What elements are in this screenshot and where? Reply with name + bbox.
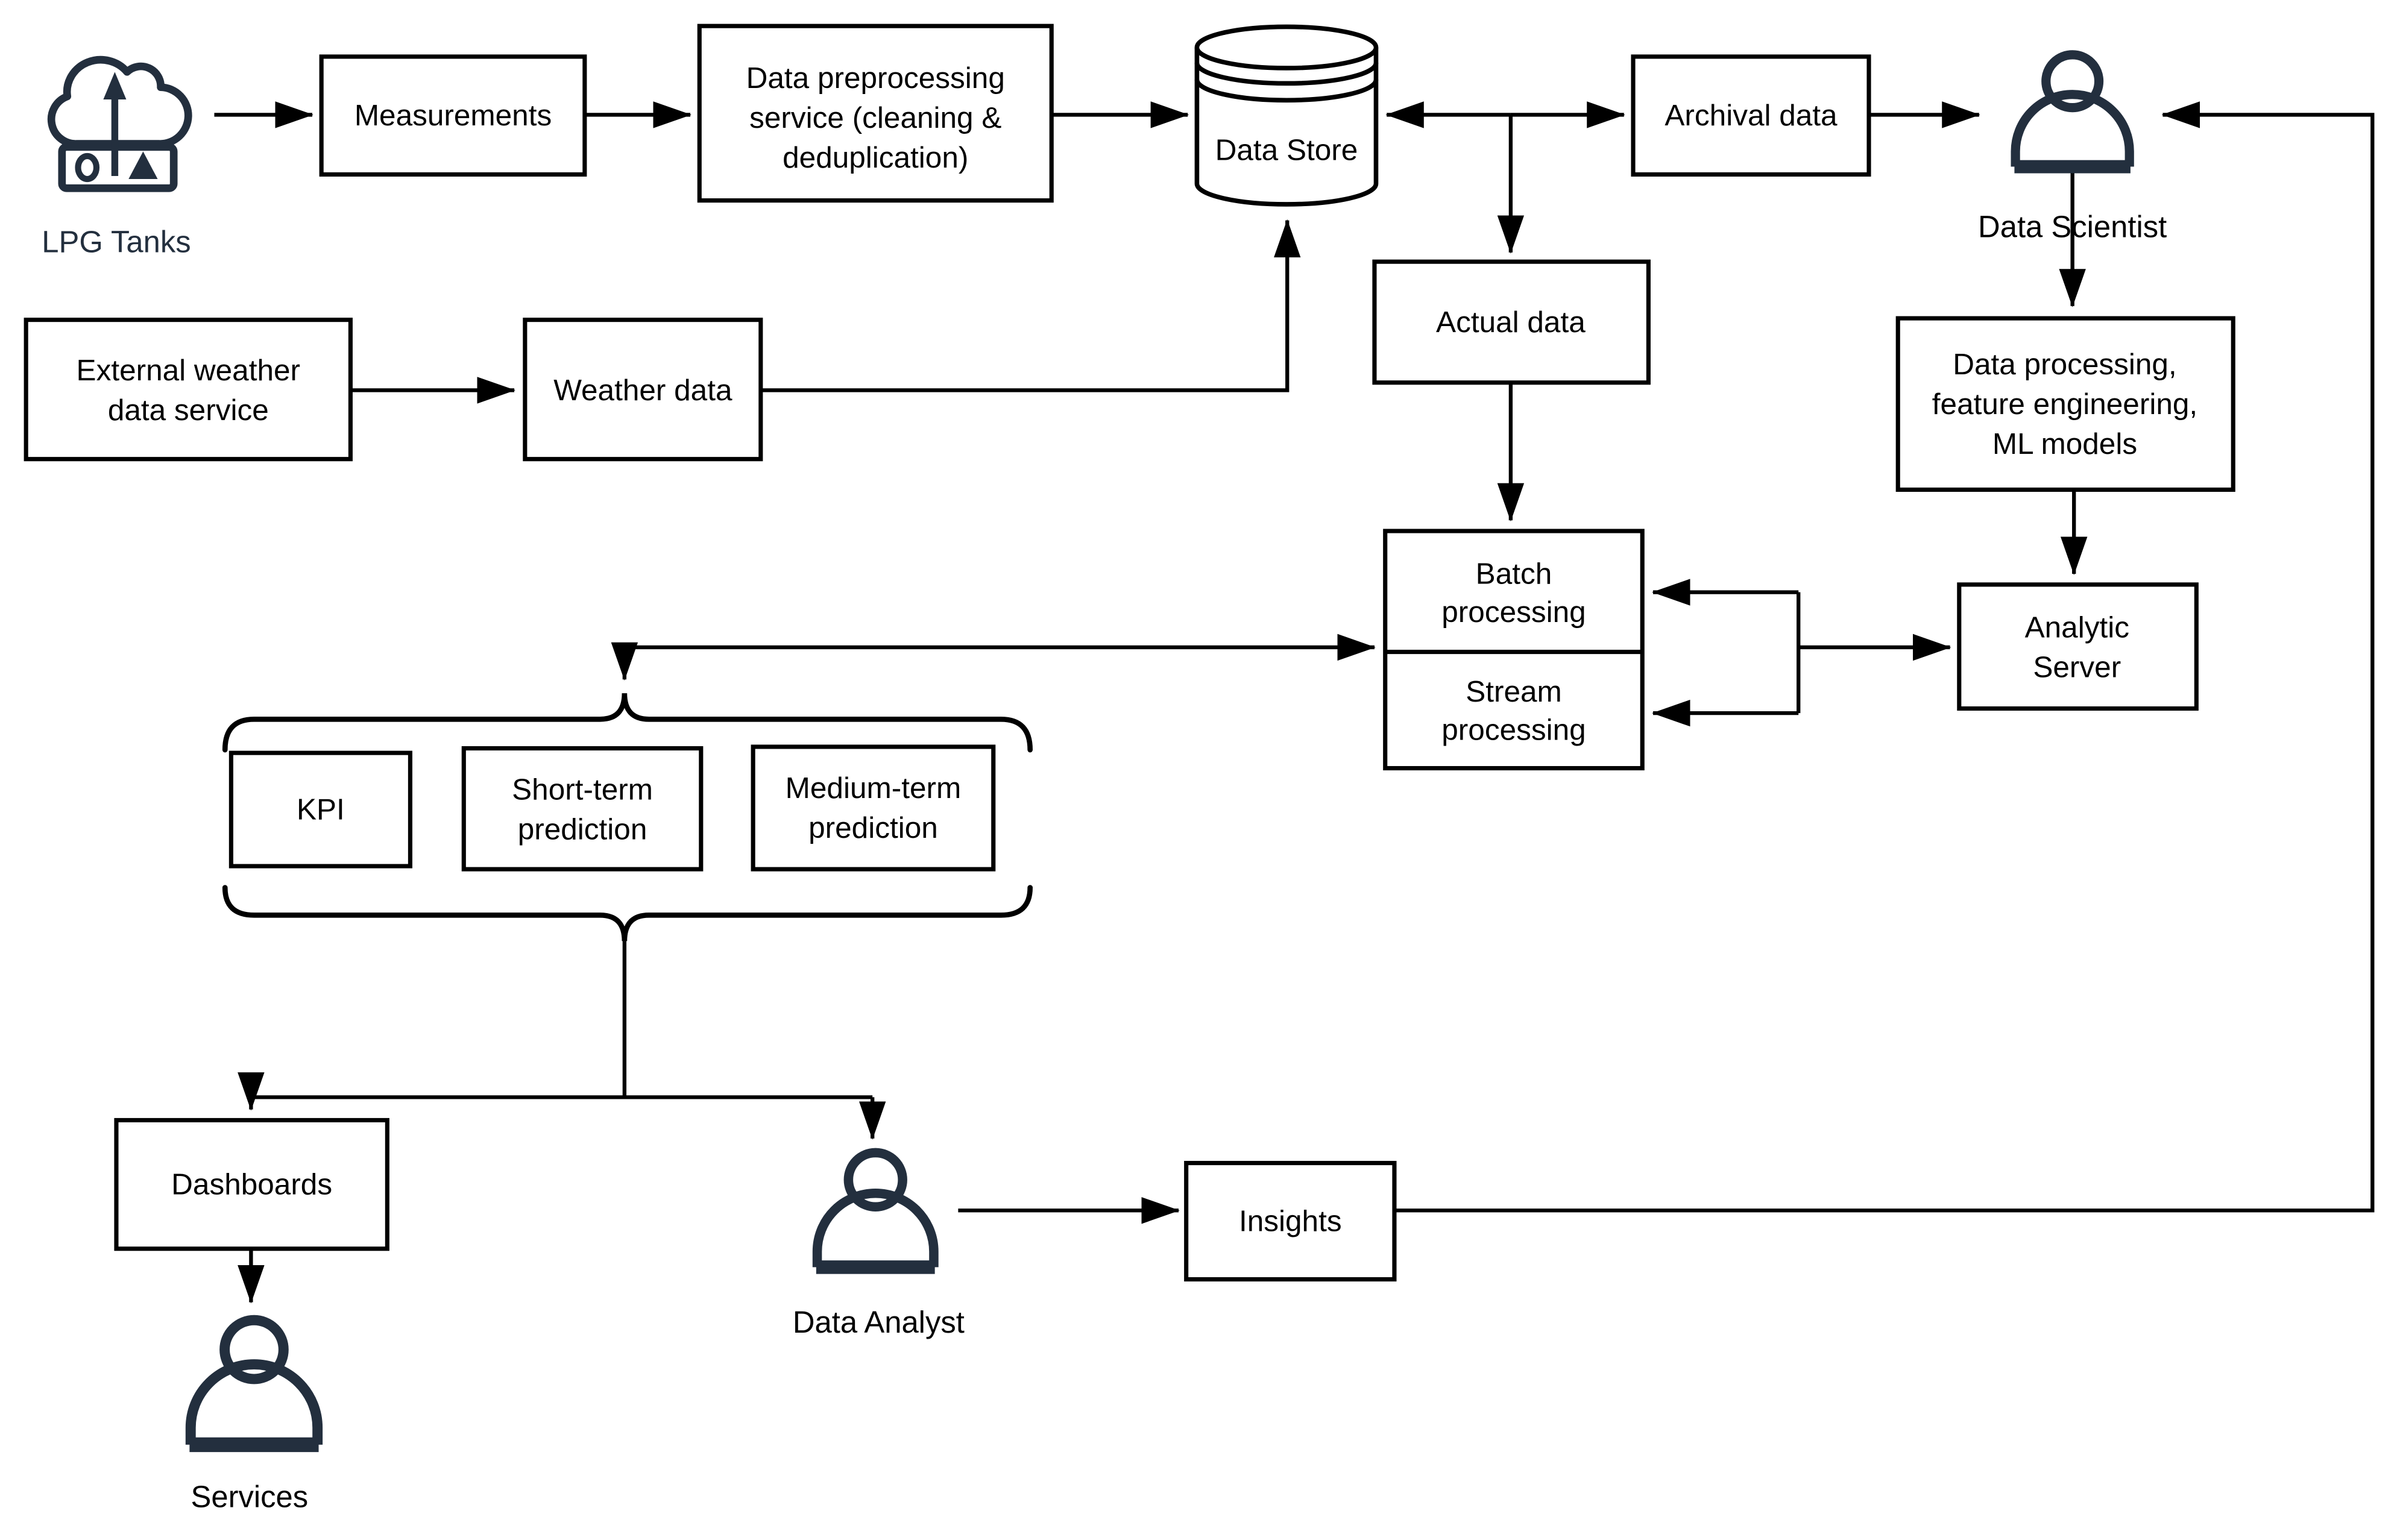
data-preprocessing-line2: service (cleaning & [749,101,1001,134]
weather-data-box [523,318,763,462]
data-store-stripe2 [1194,79,1379,103]
node-medium-term-prediction: Medium-term prediction [751,744,996,872]
data-store-cylinder-top [1194,24,1379,71]
group-brace-bottom [222,885,1033,941]
external-weather-line2: data service [108,394,269,427]
insights-label: Insights [1239,1205,1342,1238]
edges [214,101,2375,1304]
short-term-box [461,746,704,872]
analytic-server-box [1957,582,2199,711]
ml-line3: ML models [1992,427,2137,460]
analytic-server-line1: Analytic [2025,611,2129,644]
data-preprocessing-line1: Data preprocessing [746,61,1005,95]
analytic-server-line2: Server [2033,650,2121,684]
lpg-tanks-label: LPG Tanks [42,225,191,259]
dashboards-label: Dashboards [171,1168,332,1201]
data-scientist-label: Data Scientist [1978,209,2167,244]
services-person-icon [189,1320,318,1445]
node-short-term-prediction: Short-term prediction [461,746,704,872]
data-store-stripe1 [1194,62,1379,86]
node-insights: Insights [1184,1161,1397,1282]
archival-data-label: Archival data [1665,99,1838,132]
external-weather-box [24,318,353,462]
data-store-cylinder-icon [1194,47,1379,207]
edge-group-branch [251,941,873,1099]
medium-term-box [751,744,996,872]
data-processing-ml-box [1895,316,2235,492]
lpg-tanks-icon [47,55,192,192]
external-weather-line1: External weather [77,354,300,387]
edge-insights-feedback-to-data-scientist [1394,101,2375,1213]
data-preprocessing-line3: deduplication) [783,141,968,174]
node-data-store: Data Store [1194,24,1379,207]
stream-line2: processing [1441,714,1586,747]
ml-line2: feature engineering, [1932,388,2197,421]
node-external-weather: External weather data service [24,318,353,462]
short-term-line2: prediction [518,813,647,846]
insights-box [1184,1161,1397,1282]
archival-data-box [1631,54,1871,177]
node-weather-data: Weather data [523,318,763,462]
node-dashboards: Dashboards [114,1117,389,1251]
kpi-label: KPI [297,793,345,826]
node-analytic-server: Analytic Server [1957,582,2199,711]
data-store-label: Data Store [1215,133,1358,166]
batch-line1: Batch [1476,558,1552,591]
medium-term-line1: Medium-term [786,772,962,805]
kpi-box [228,750,412,869]
dashboards-box [114,1117,389,1251]
actual-data-box [1372,259,1651,385]
node-kpi: KPI [228,750,412,869]
batch-stream-box [1383,529,1645,771]
batch-line2: processing [1441,596,1586,629]
data-analyst-label: Data Analyst [793,1305,965,1339]
services-label: Services [191,1480,309,1514]
medium-term-line2: prediction [808,811,938,844]
node-batch-stream: Batch processing Stream processing [1383,529,1645,771]
data-scientist-person-icon [2014,55,2130,167]
node-actual-data: Actual data [1372,259,1651,385]
short-term-line1: Short-term [512,773,653,806]
node-measurements: Measurements [319,54,587,177]
measurements-label: Measurements [354,99,552,132]
prediction-group: KPI Short-term prediction Medium-term pr… [222,693,1033,941]
stream-line1: Stream [1466,675,1562,708]
node-data-processing-ml: Data processing, feature engineering, ML… [1895,316,2235,492]
node-archival-data: Archival data [1631,54,1871,177]
actual-data-label: Actual data [1436,306,1586,339]
edge-weather-data-to-datastore [760,219,1301,392]
weather-data-label: Weather data [553,374,732,407]
ml-line1: Data processing, [1953,348,2176,381]
group-brace-top [222,693,1033,753]
data-analyst-person-icon [816,1152,935,1267]
node-data-preprocessing: Data preprocessing service (cleaning & d… [697,24,1054,203]
measurements-box [319,54,587,177]
data-preprocessing-box [697,24,1054,203]
